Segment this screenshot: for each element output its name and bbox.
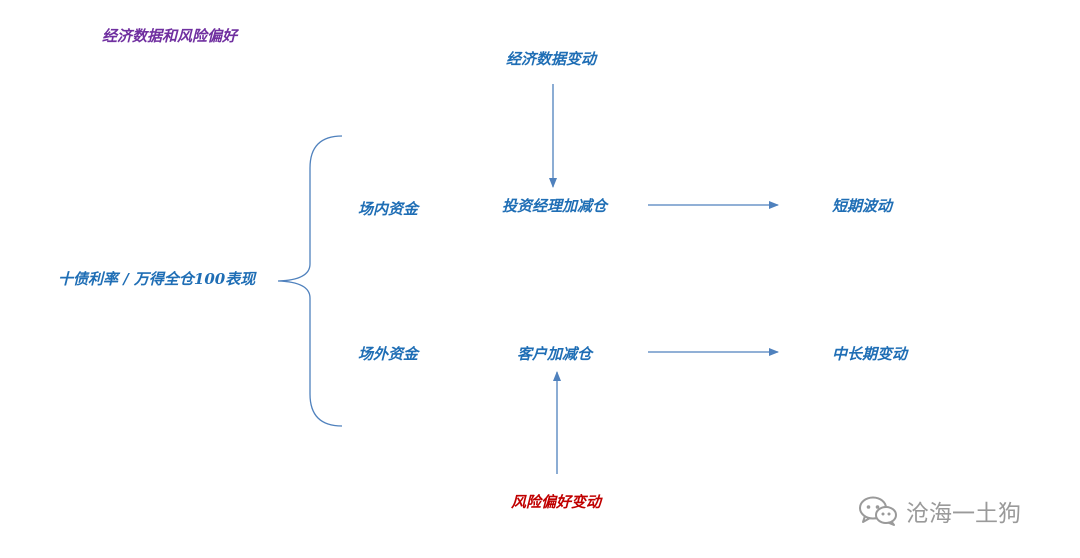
wechat-icon [859, 496, 897, 526]
node-top-driver: 经济数据变动 [506, 50, 597, 68]
node-source: 十债利率 / 万得全仓100表现 [58, 270, 256, 288]
node-long-effect: 中长期变动 [832, 345, 908, 363]
diagram-title: 经济数据和风险偏好 [102, 27, 238, 45]
node-inner-action: 投资经理加减仓 [502, 197, 608, 215]
node-outer-action: 客户加减仓 [517, 345, 593, 363]
watermark: 沧海一土狗 [858, 494, 1021, 528]
node-bottom-driver: 风险偏好变动 [511, 493, 602, 511]
watermark-text: 沧海一土狗 [906, 501, 1021, 527]
curly-brace [277, 135, 343, 427]
node-short-effect: 短期波动 [832, 197, 893, 215]
node-inner-funds: 场内资金 [358, 200, 419, 218]
node-outer-funds: 场外资金 [358, 345, 419, 363]
